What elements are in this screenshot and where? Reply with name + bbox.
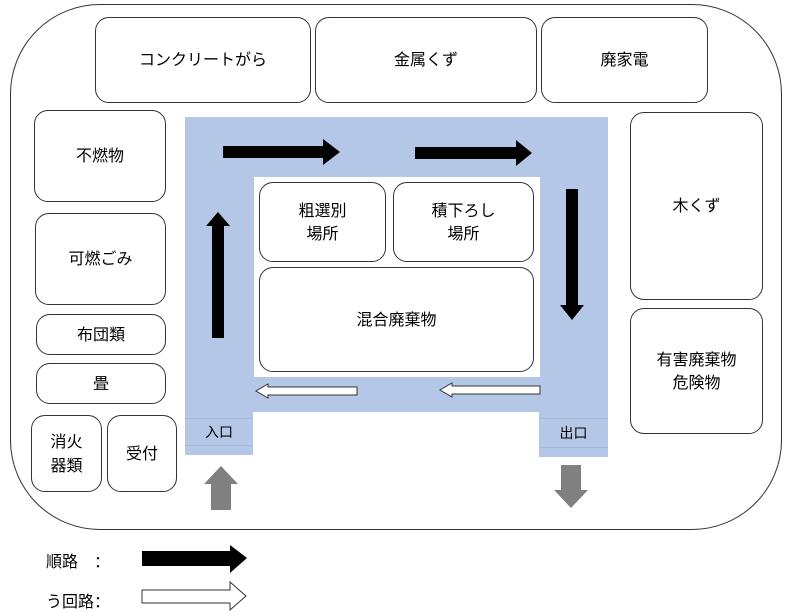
area-label: 廃家電: [600, 50, 649, 70]
area-unloading: 積下ろし 場所: [393, 182, 534, 262]
area-label: 金属くず: [393, 50, 458, 70]
route-exit-lane: [539, 410, 608, 457]
area-label: 畳: [92, 373, 109, 393]
area-concrete: コンクリートがら: [95, 17, 311, 103]
area-incombustible: 不燃物: [34, 110, 166, 202]
area-label: 木くず: [672, 196, 721, 216]
entry-arrow-up: [204, 466, 238, 510]
area-label: 粗選別 場所: [298, 200, 347, 243]
area-label: 有害廃棄物 危険物: [656, 349, 737, 392]
detour-arrow-left-2: [439, 382, 541, 398]
area-futons: 布団類: [36, 314, 166, 355]
area-metal-scrap: 金属くず: [315, 17, 537, 103]
area-appliances: 廃家電: [541, 17, 708, 103]
legend-forward-label: 順路 ：: [46, 552, 111, 571]
detour-arrow-left-1: [255, 383, 358, 399]
area-label: 布団類: [76, 324, 125, 344]
exit-label: 出口: [539, 418, 608, 448]
area-label: 受付: [125, 443, 158, 463]
area-wood-scrap: 木くず: [630, 112, 763, 300]
area-mixed-waste: 混合廃棄物: [259, 267, 534, 372]
route-entrance-lane: [185, 410, 253, 455]
exit-arrow-down: [554, 465, 588, 508]
reception: 受付: [107, 415, 177, 492]
area-label: コンクリートがら: [138, 50, 267, 70]
entrance-label: 入口: [185, 418, 253, 446]
legend-forward-arrow: [142, 545, 247, 573]
area-label: 積下ろし 場所: [431, 200, 496, 243]
area-combustible: 可燃ごみ: [35, 213, 166, 305]
area-label: 可燃ごみ: [68, 249, 133, 269]
legend-detour-label: う回路：: [46, 592, 111, 611]
area-label: 不燃物: [75, 146, 124, 166]
area-tatami: 畳: [36, 363, 166, 404]
area-label: 混合廃棄物: [356, 309, 437, 329]
area-rough-sorting: 粗選別 場所: [259, 182, 386, 262]
entrance-text: 入口: [205, 425, 233, 441]
area-fire-extinguishers: 消火 器類: [31, 415, 102, 492]
area-hazardous-waste: 有害廃棄物 危険物: [630, 308, 763, 434]
forward-arrow-right-1: [223, 139, 340, 165]
forward-arrow-right-2: [415, 140, 532, 166]
forward-arrow-down: [560, 189, 584, 320]
legend-detour-arrow: [141, 580, 247, 611]
exit-text: 出口: [559, 426, 588, 442]
area-label: 消火 器類: [50, 432, 83, 475]
site-boundary: [10, 4, 782, 530]
forward-arrow-up: [206, 212, 230, 338]
